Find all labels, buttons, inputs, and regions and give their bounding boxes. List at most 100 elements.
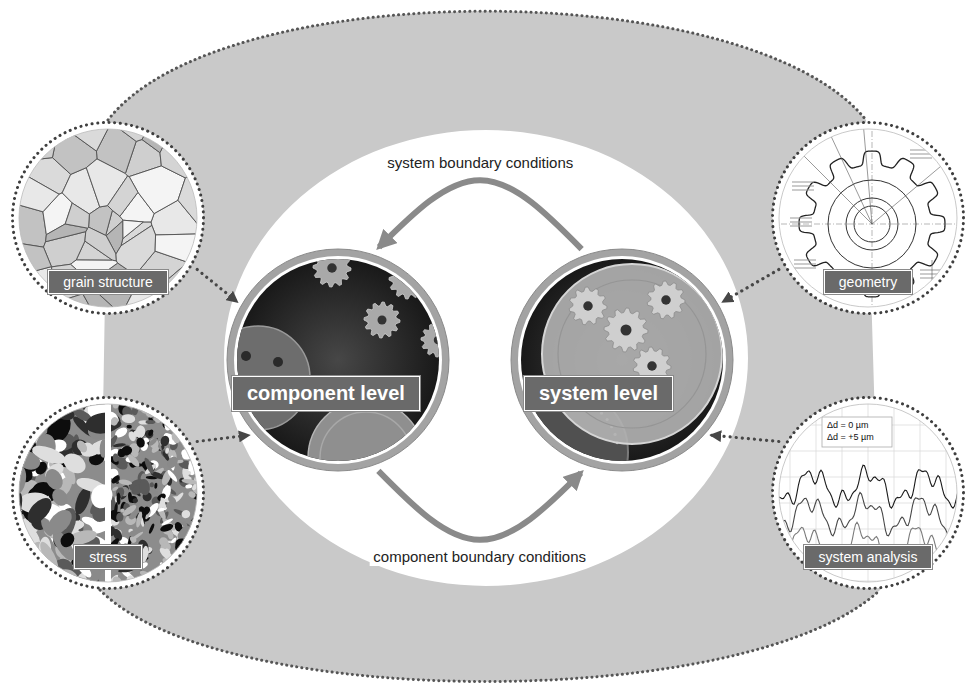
stress-blob: [183, 408, 198, 417]
stress-blob: [10, 395, 21, 425]
stress-blob: [112, 511, 123, 524]
gear-shape: [421, 323, 450, 357]
detail-circle: geometry: [770, 120, 966, 316]
stress-blob: [171, 401, 185, 412]
inner-border: [779, 404, 957, 582]
stress-blob: [178, 427, 190, 440]
plot-label-anchor: Δd = 0 µm: [826, 420, 869, 431]
annotation-mark: [792, 182, 814, 183]
grain-cell: [10, 242, 51, 277]
gear-hub: [434, 336, 443, 345]
gear-shape: [647, 281, 685, 319]
stress-blob: [193, 401, 205, 415]
stress-blob: [162, 585, 171, 591]
annotation-mark: [910, 150, 932, 151]
stress-blob: [158, 397, 169, 408]
circle-ring: [511, 249, 733, 471]
stress-blob: [168, 579, 175, 585]
grain-cell: [10, 166, 59, 212]
stress-blob: [160, 399, 176, 405]
stress-blob: [116, 492, 120, 504]
stress-blob: [143, 396, 153, 406]
stress-blob: [159, 562, 164, 570]
stress-blob: [198, 432, 205, 436]
stress-blob: [10, 562, 35, 590]
stress-blob: [149, 482, 154, 488]
signal-curve: [770, 465, 966, 508]
stress-blob: [50, 400, 77, 423]
stress-blob: [113, 453, 119, 462]
stress-blob: [149, 398, 158, 406]
grain-cell: [108, 176, 138, 216]
stress-blob: [170, 408, 181, 420]
dotted-arrow: [723, 270, 778, 302]
stress-blob: [49, 486, 71, 509]
stress-blob: [181, 428, 191, 445]
stress-blob: [182, 573, 188, 582]
grain-cell: [10, 120, 55, 163]
annotation-mark: [792, 186, 814, 187]
gear-shape: [604, 308, 648, 352]
annotation-mark: [792, 190, 814, 191]
stress-blob: [171, 559, 178, 564]
stress-blob: [165, 395, 171, 410]
stress-blob: [172, 432, 179, 441]
stress-blob: [14, 549, 38, 570]
stress-blob: [49, 395, 68, 418]
stress-blob: [126, 453, 141, 469]
gear-hub: [583, 301, 593, 311]
circle-label: system analysis: [804, 545, 933, 569]
stress-blob: [182, 420, 187, 430]
stress-blob: [161, 563, 171, 574]
line-part: [932, 260, 933, 316]
gear-shape: [364, 302, 400, 338]
stress-blob: [199, 565, 206, 574]
stress-blob: [186, 532, 202, 547]
stress-blob: [143, 396, 154, 412]
stress-blob: [129, 584, 141, 591]
grain-cell: [111, 120, 151, 141]
stress-blob: [154, 483, 158, 489]
annotation-mark: [790, 222, 812, 223]
level-circle: system level: [510, 248, 734, 472]
stress-blob: [150, 396, 158, 401]
gear-hub: [378, 316, 387, 325]
stress-blob: [182, 419, 197, 432]
stress-blob: [55, 395, 82, 408]
stress-blob: [191, 450, 205, 454]
stress-blob: [189, 527, 202, 541]
circle-outline: [510, 248, 734, 472]
grain-cell: [178, 168, 206, 234]
stress-blob: [135, 511, 143, 528]
stress-blob: [186, 395, 191, 401]
circle-label: geometry: [824, 270, 912, 294]
stress-blob: [10, 395, 24, 416]
stress-blob: [148, 523, 155, 534]
system-photo: [510, 248, 734, 472]
inner-border: [779, 129, 957, 307]
stress-blob: [173, 565, 186, 579]
stress-blob: [153, 566, 161, 583]
stress-blob: [185, 484, 193, 489]
stress-blob: [166, 469, 178, 483]
stress-blob: [149, 480, 159, 493]
stress-blob: [10, 419, 35, 449]
stress-blob: [192, 403, 206, 416]
plot-legend-label: Δd = 0 µm: [826, 420, 869, 431]
stress-blob: [164, 577, 173, 585]
line-part: [831, 137, 872, 224]
rect-part: [770, 120, 966, 316]
stress-blob: [175, 547, 184, 563]
edge-label-anchor: system boundary conditions: [383, 154, 577, 172]
stress-blob: [192, 447, 205, 462]
stress-blob: [195, 537, 202, 546]
stress-blob: [127, 430, 137, 442]
stress-blob: [197, 398, 206, 412]
stress-ground: [10, 395, 206, 591]
grain-cell: [71, 120, 112, 151]
stress-blob: [200, 579, 206, 587]
dotted-arrow: [712, 435, 779, 441]
rect-part: [770, 395, 966, 591]
stress-blob: [173, 562, 185, 573]
